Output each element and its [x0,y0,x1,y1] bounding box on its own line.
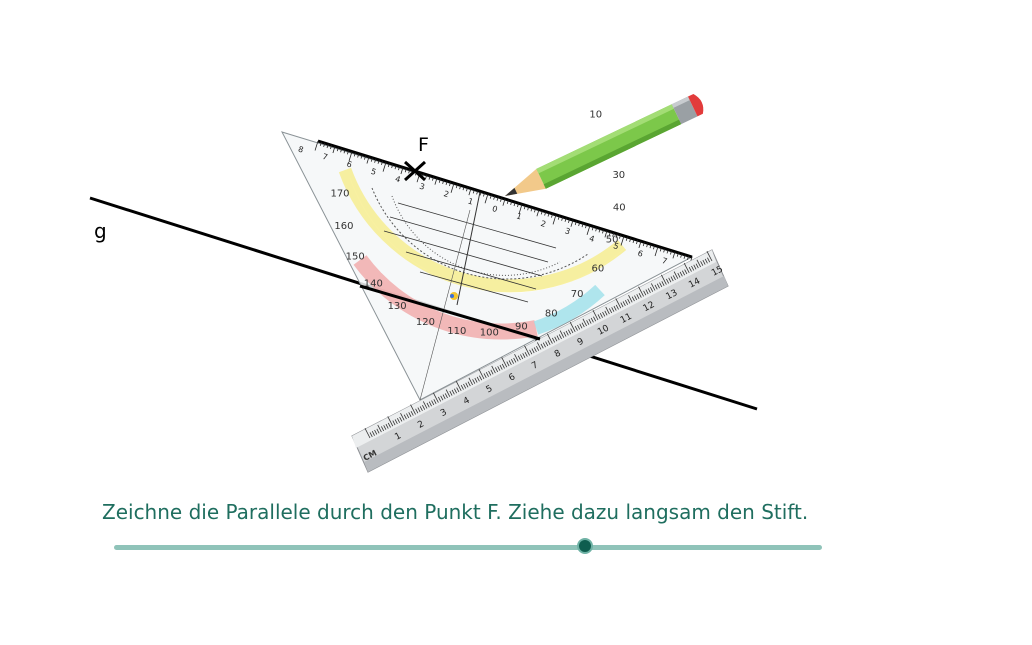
cm-label: 2 [442,189,450,199]
instruction-text: Zeichne die Parallele durch den Punkt F.… [102,500,809,524]
ruler-number: 6 [507,372,517,384]
cm-label: 7 [321,152,329,162]
cm-label: 1 [515,211,523,221]
slider-track[interactable] [114,545,822,550]
ruler-number: 11 [619,312,634,326]
ruler-number: 12 [642,300,657,314]
angle-label: 140 [364,279,383,290]
set-square[interactable]: 87654321012345678 1020304050607080901001… [281,109,694,401]
ruler-number: 3 [439,407,449,419]
angle-label: 30 [612,170,625,181]
point-f-label: F [418,134,429,156]
angle-label: 130 [388,301,407,312]
progress-slider[interactable] [114,538,822,558]
ruler-number: 9 [576,337,586,349]
cm-label: 7 [661,256,669,266]
drawn-parallel-line [359,284,541,341]
cm-label: 5 [612,241,620,251]
angle-label: 10 [589,109,602,120]
angle-label: 90 [515,322,528,333]
slider-thumb[interactable] [576,538,593,554]
angle-label: 100 [480,328,499,339]
cm-label: 0 [491,204,499,214]
cm-label: 8 [297,145,305,155]
angle-label: 150 [346,251,365,262]
cm-label: 1 [467,197,475,207]
ruler-number: 8 [553,348,563,360]
angle-label: 120 [416,317,435,328]
cm-label: 4 [588,234,596,244]
cm-label: 2 [539,219,547,229]
ruler-number: 4 [462,396,472,408]
cm-label: 6 [636,249,644,259]
cm-label: 4 [394,174,402,184]
ruler-number: 7 [530,360,540,372]
ruler-number: 1 [393,431,403,443]
ruler-number: 2 [416,419,426,431]
ruler-number: 13 [665,288,680,302]
angle-label: 80 [545,309,558,320]
angle-label: 170 [330,188,349,199]
angle-label: 50 [606,234,619,245]
point-f-marker[interactable] [403,160,427,182]
pencil[interactable] [500,92,706,206]
cm-label: 3 [418,182,426,192]
ruler-number: 10 [596,323,611,337]
cm-label: 6 [345,159,353,169]
angle-scale-band [338,167,627,293]
cm-label: 3 [564,226,572,236]
angle-label: 60 [591,264,604,275]
angle-label: 160 [334,221,353,232]
cm-label: 5 [370,167,378,177]
ruler-number: 5 [485,384,495,396]
ruler-number: 15 [710,265,725,279]
line-g-label: g [94,219,107,243]
ruler-number: 14 [687,276,702,290]
angle-label: 40 [613,202,626,213]
angle-label: 70 [571,289,584,300]
angle-label: 110 [447,326,466,337]
